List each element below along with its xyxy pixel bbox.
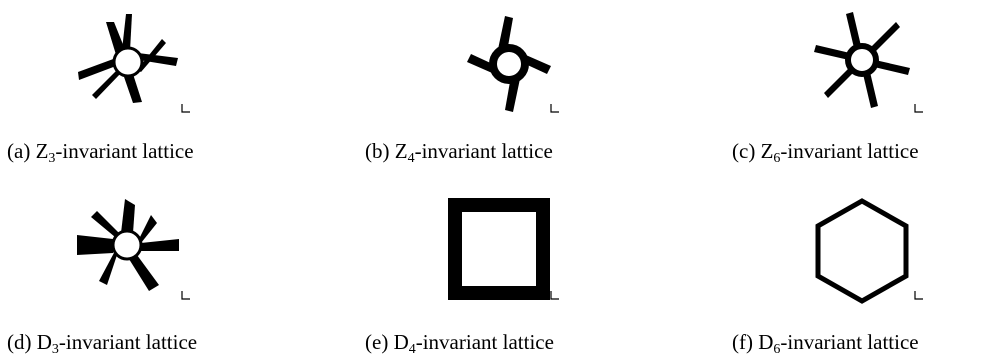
d4-lattice-figure (448, 198, 559, 300)
caption-a: (a) Z3-invariant lattice (7, 139, 194, 166)
d3-lattice-figure (77, 199, 190, 300)
caption-c: (c) Z6-invariant lattice (732, 139, 919, 166)
z4-lattice-figure (467, 16, 559, 113)
corner-mark-icon (914, 104, 923, 113)
d6-lattice-figure (815, 198, 923, 304)
caption-f: (f) D6-invariant lattice (732, 330, 919, 357)
corner-mark-icon (550, 104, 559, 113)
corner-mark-icon (914, 291, 923, 300)
caption-b: (b) Z4-invariant lattice (365, 139, 553, 166)
z3-lattice-figure (78, 14, 190, 113)
panel-e: (e) D4-invariant lattice (330, 179, 650, 358)
caption-e: (e) D4-invariant lattice (365, 330, 554, 357)
caption-d: (d) D3-invariant lattice (7, 330, 198, 357)
panel-d: (d) D3-invariant lattice (0, 179, 320, 358)
z6-lattice-figure (814, 12, 923, 113)
corner-mark-icon (550, 291, 559, 300)
corner-mark-icon (181, 104, 190, 113)
corner-mark-icon (181, 291, 190, 300)
panel-a: (a) Z3-invariant lattice (0, 0, 320, 179)
panel-f: (f) D6-invariant lattice (660, 179, 980, 358)
panel-b: (b) Z4-invariant lattice (330, 0, 650, 179)
panel-c: (c) Z6-invariant lattice (660, 0, 980, 179)
